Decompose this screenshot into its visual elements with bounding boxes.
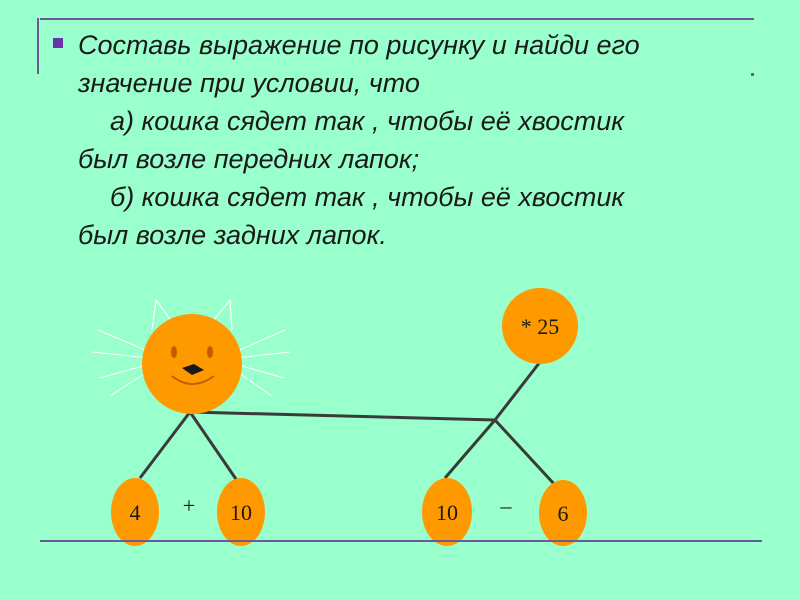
task-line-6: был возле задних лапок. xyxy=(78,220,387,250)
mouth-icon xyxy=(171,375,215,385)
front-operator: + xyxy=(183,493,195,518)
task-line-5: б) кошка сядет так , чтобы её хвостик xyxy=(110,182,625,212)
paw-front-left-value: 4 xyxy=(130,500,141,525)
task-line-2: значение при условии, что xyxy=(78,68,420,98)
back-operator: – xyxy=(500,493,513,518)
nose-icon xyxy=(182,364,204,375)
left-eye-icon xyxy=(171,346,177,358)
tail-label: * 25 xyxy=(521,314,560,339)
bottom-divider xyxy=(40,540,762,542)
paw-back-right-value: 6 xyxy=(558,501,569,526)
task-text: Составь выражение по рисунку и найди его… xyxy=(78,26,758,254)
front-leg-right xyxy=(188,411,240,483)
paw-back-left xyxy=(422,478,472,546)
bullet-icon xyxy=(53,38,63,48)
top-divider xyxy=(40,18,754,20)
back-leg-right xyxy=(493,418,557,487)
paw-back-left-value: 10 xyxy=(436,500,458,525)
divider-dot xyxy=(751,73,754,76)
front-leg-left xyxy=(138,411,192,479)
cat-body-line xyxy=(189,410,496,422)
cat-head xyxy=(142,314,242,414)
right-eye-icon xyxy=(207,346,213,358)
tail-circle xyxy=(502,288,578,364)
paw-back-right xyxy=(539,480,587,546)
task-line-1: Составь выражение по рисунку и найди его xyxy=(78,30,640,60)
whiskers xyxy=(91,329,291,397)
paw-front-right-value: 10 xyxy=(230,500,252,525)
back-leg-left xyxy=(443,419,497,479)
left-divider xyxy=(37,18,39,74)
task-line-4: был возле передних лапок; xyxy=(78,144,420,174)
task-line-3: а) кошка сядет так , чтобы её хвостик xyxy=(110,106,625,136)
paw-front-left xyxy=(111,478,159,546)
ears xyxy=(151,298,233,331)
tail-line xyxy=(493,361,542,421)
paw-front-right xyxy=(217,478,265,546)
